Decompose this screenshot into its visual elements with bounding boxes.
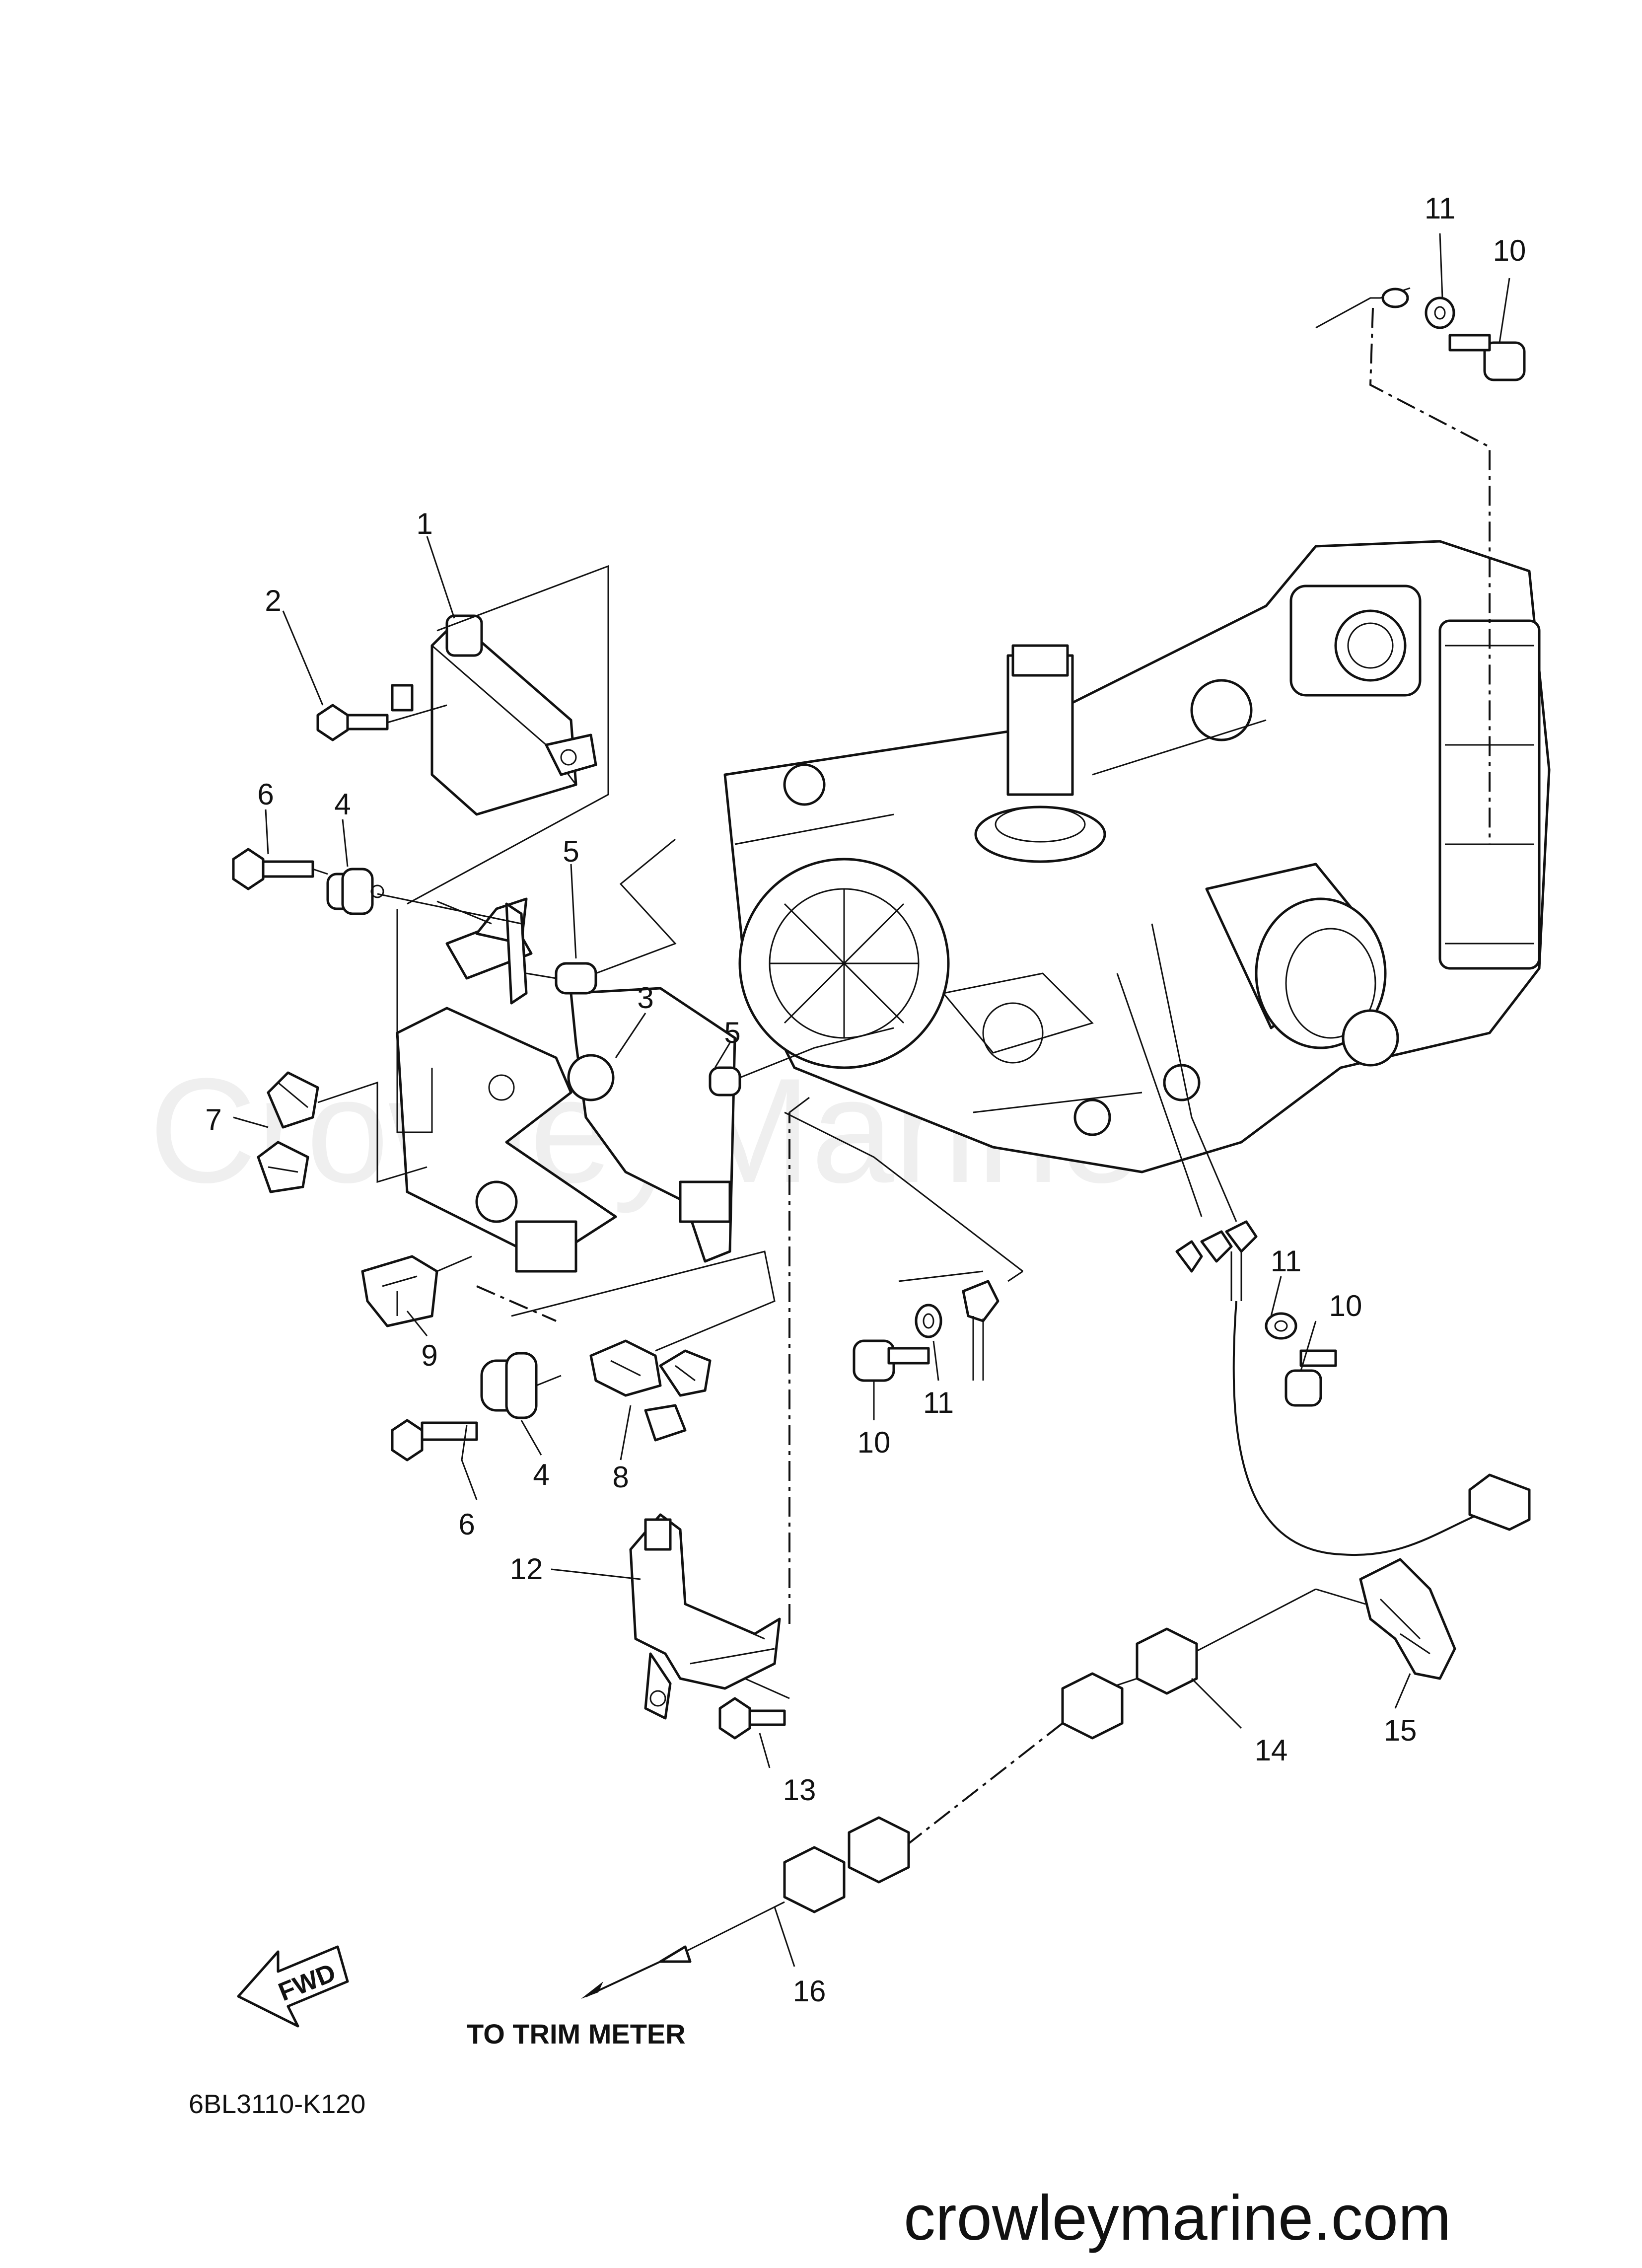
callout-11-right: 11: [1271, 1244, 1301, 1278]
trim-sensor-cable: [1232, 1301, 1490, 1556]
callout-5-lower: 5: [724, 1016, 740, 1049]
callout-10-right: 10: [1329, 1289, 1362, 1322]
callout-9: 9: [421, 1339, 437, 1372]
part-14-harness: [903, 1588, 1316, 1848]
part-7-clip: [257, 1071, 319, 1193]
callout-4-lower: 4: [533, 1458, 549, 1491]
part-10-bolt-upper-right: [1448, 334, 1526, 381]
callout-14: 14: [1255, 1734, 1288, 1767]
callout-7: 7: [205, 1103, 221, 1136]
part-6-bolt-upper: [232, 848, 314, 890]
part-5-collar-upper: [555, 962, 597, 995]
part-11-washer-middle: [915, 1304, 942, 1338]
callout-10-upper-right: 10: [1493, 234, 1526, 267]
connector-right: [1468, 1473, 1531, 1531]
callout-1: 1: [416, 507, 432, 540]
callout-11-upper-right: 11: [1425, 192, 1455, 225]
fwd-arrow-icon: FWD: [237, 1945, 349, 2028]
part-4-grommet-upper: [326, 868, 384, 915]
callout-6-lower: 6: [458, 1508, 475, 1541]
part-11-washer-right: [1265, 1312, 1297, 1340]
part-15-holder: [1359, 1558, 1456, 1680]
callout-2: 2: [265, 584, 281, 617]
part-8-clip: [589, 1339, 712, 1442]
engine-block: [723, 540, 1551, 1173]
part-2-bolt: [316, 704, 389, 741]
part-6-bolt-lower: [391, 1419, 478, 1462]
part-4-grommet-lower: [480, 1352, 538, 1419]
leader-lines: [233, 233, 1510, 1967]
cable-terminal-upper-right: [1315, 287, 1411, 329]
callout-10-middle: 10: [857, 1426, 891, 1459]
diagram-code: 6BL3110-K120: [189, 2089, 365, 2119]
part-3-bracket: [396, 897, 736, 1273]
callout-8: 8: [612, 1461, 629, 1494]
callout-5-upper: 5: [563, 835, 579, 868]
callout-3: 3: [637, 981, 653, 1015]
terminals-right: [1175, 1220, 1258, 1301]
callout-16: 16: [793, 1975, 826, 2008]
callout-11-middle: 11: [923, 1386, 954, 1419]
callout-15: 15: [1384, 1714, 1417, 1747]
part-1-module: [391, 614, 597, 816]
callouts: 1 2 6 4 5 3 5 7 9 4 8 6 10 11 11 10 11 1…: [205, 192, 1526, 2008]
part-10-bolt-middle: [853, 1339, 930, 1382]
part-13-bolt: [718, 1697, 786, 1740]
part-12-cover: [629, 1513, 781, 1720]
callout-12: 12: [510, 1552, 543, 1586]
terminal-middle: [962, 1280, 999, 1381]
trim-meter-label: TO TRIM METER: [467, 2018, 686, 2049]
part-9-clamp: [361, 1255, 438, 1327]
part-5-collar-lower: [709, 1066, 741, 1097]
site-footer: crowleymarine.com: [904, 2183, 1451, 2254]
callout-6-upper: 6: [257, 778, 274, 811]
part-10-bolt-right: [1285, 1349, 1337, 1407]
callout-13: 13: [783, 1773, 816, 1807]
part-16-trim-cable: [581, 1816, 910, 1999]
callout-4-upper: 4: [334, 788, 351, 821]
part-11-washer-upper-right: [1425, 296, 1455, 329]
